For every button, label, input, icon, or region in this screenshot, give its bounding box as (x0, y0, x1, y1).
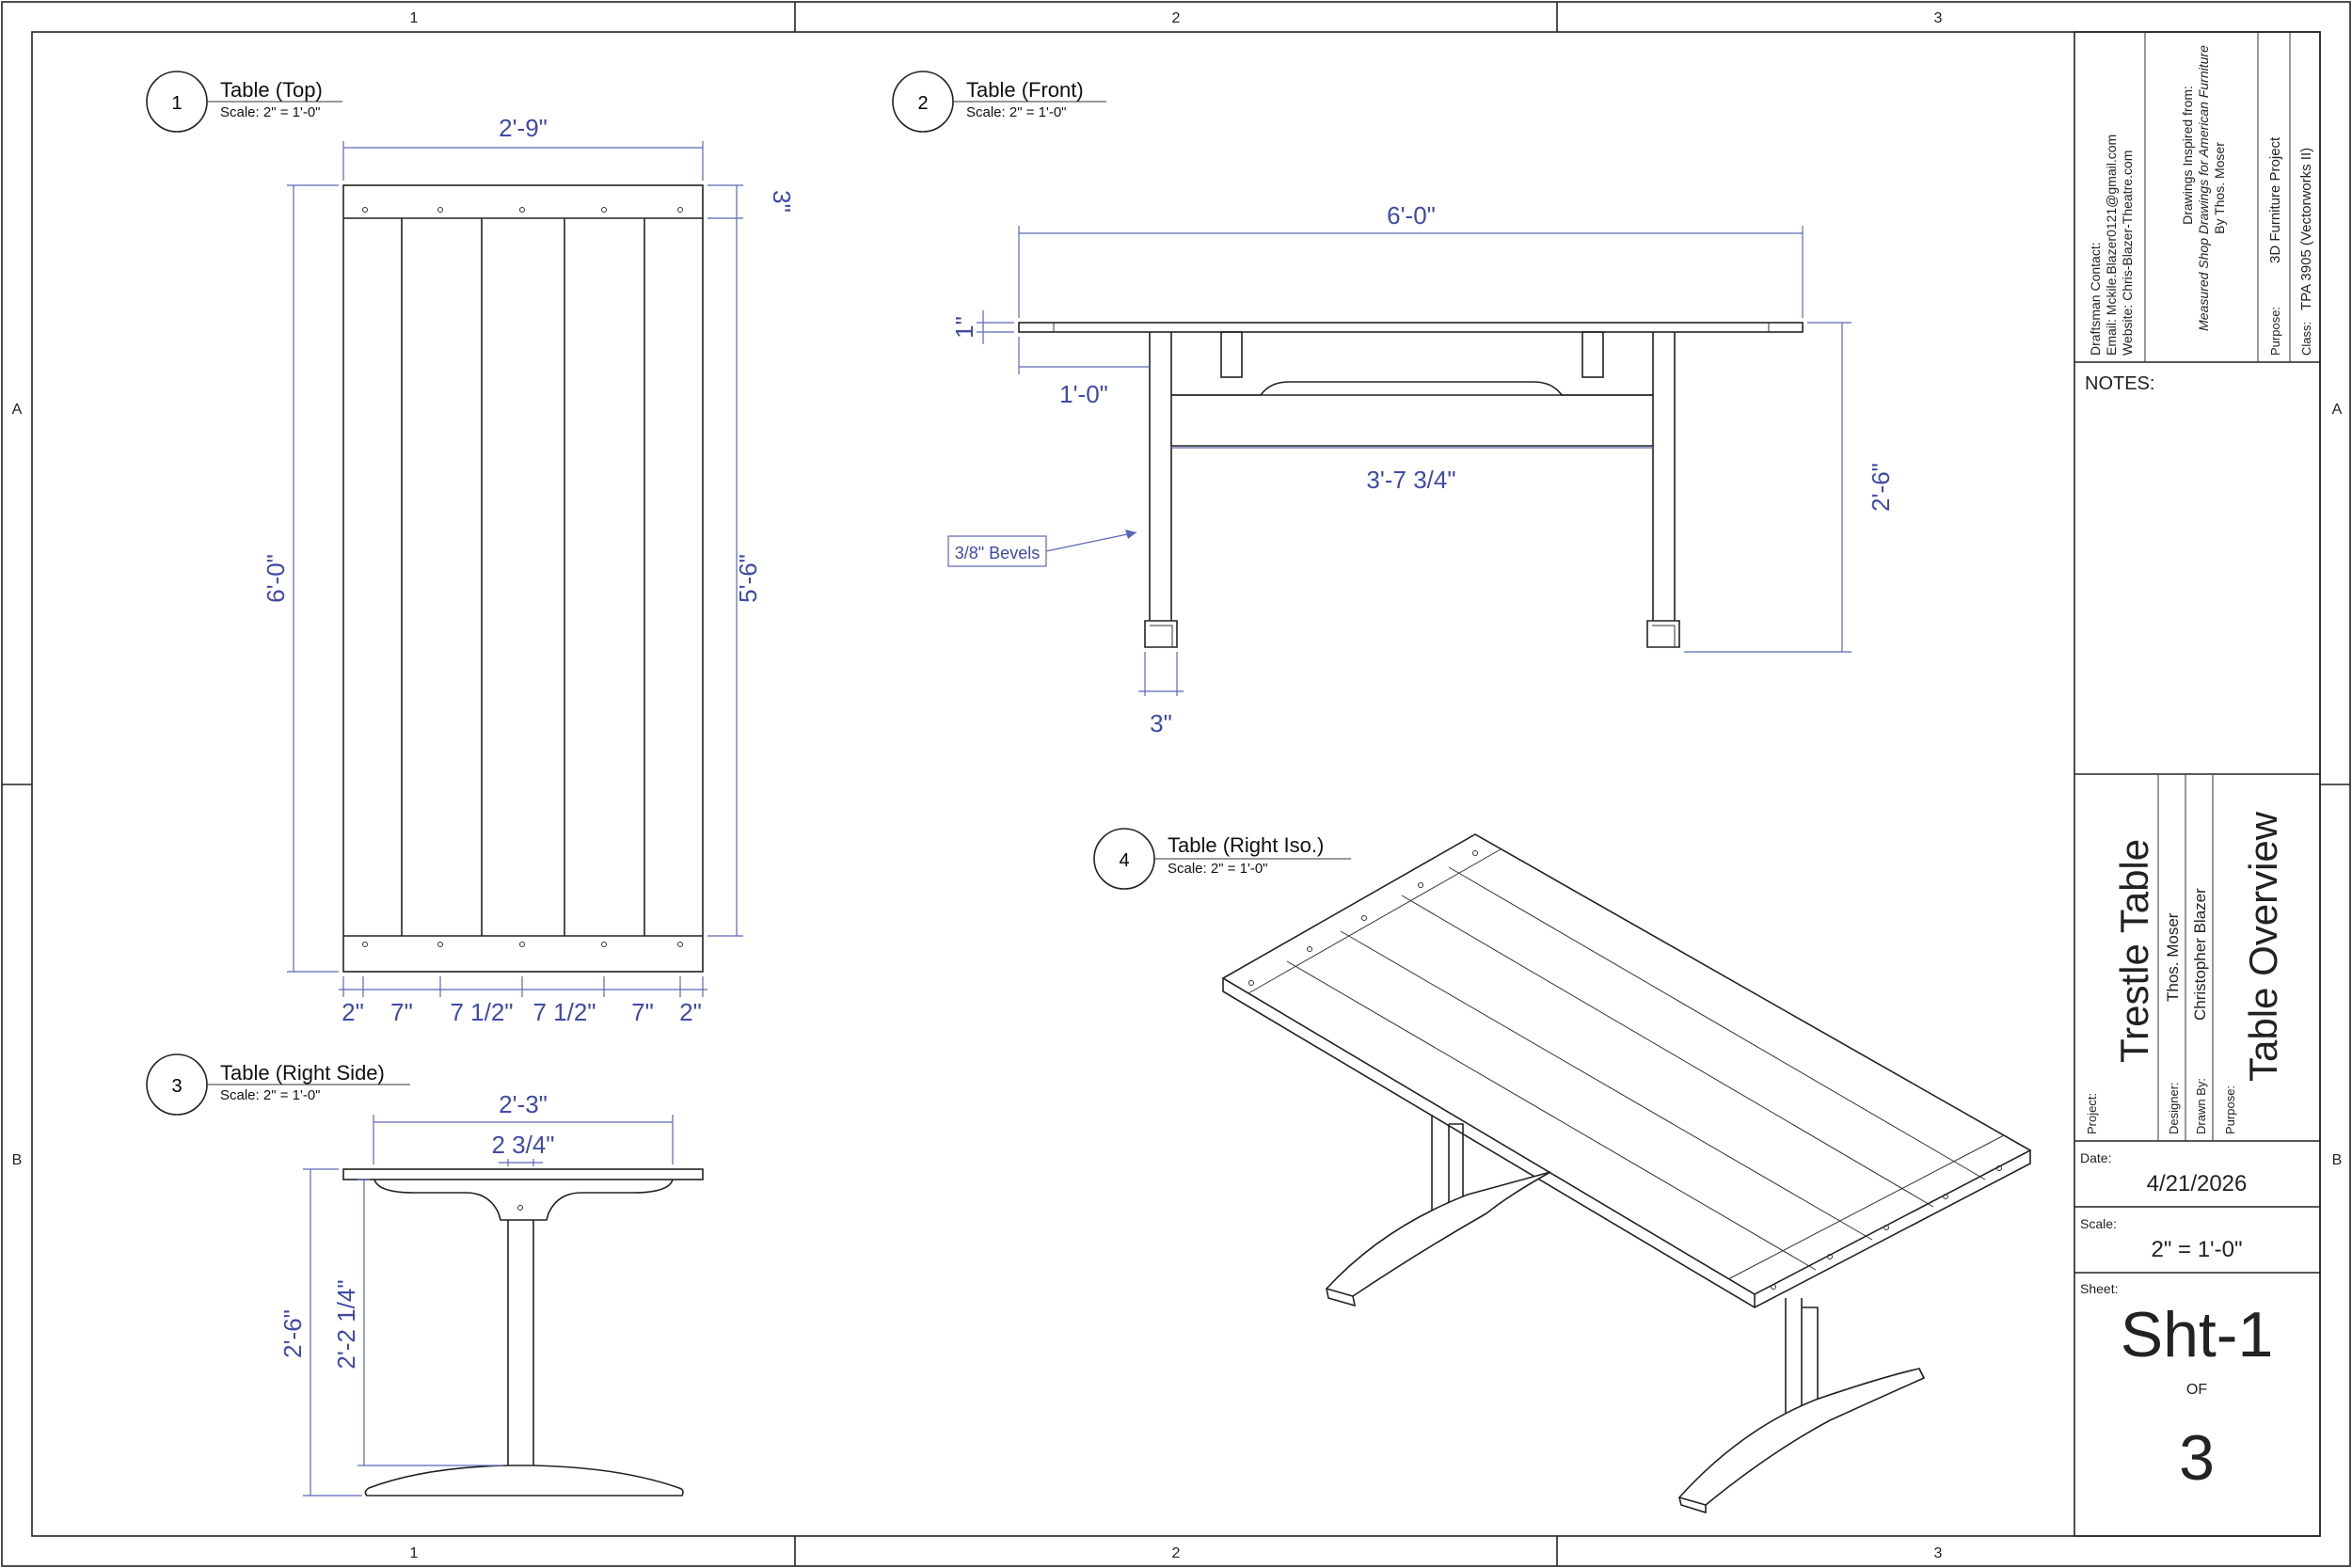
front-overhang-dim: 1'-0" (1059, 380, 1108, 408)
side-width-dim: 2'-3" (499, 1090, 548, 1118)
front-height-dim: 2'-6" (1867, 463, 1895, 512)
top-width-dim: 2'-9" (499, 114, 548, 142)
side-leg-height-dim: 2'-2 1/4" (332, 1279, 360, 1369)
view-scale: Scale: 2" = 1'-0" (220, 1087, 321, 1103)
sheet-label: Sheet: (2080, 1281, 2118, 1296)
grid-col-bottom-2: 2 (1172, 1545, 1181, 1561)
side-height-dim: 2'-6" (278, 1309, 307, 1358)
inspired-line-2: Measured Shop Drawings for American Furn… (2196, 45, 2211, 331)
front-thickness-dim: 1" (950, 316, 978, 339)
board-dim-3: 7 1/2" (450, 998, 513, 1026)
front-length-dim: 6'-0" (1387, 201, 1436, 230)
grid-col-top-2: 2 (1172, 10, 1181, 26)
view-scale: Scale: 2" = 1'-0" (220, 104, 321, 120)
grid-col-top-1: 1 (410, 10, 419, 26)
contact-website: Website: Chris-Blazer-Theatre.com (2120, 150, 2135, 356)
notes-label: NOTES: (2085, 373, 2154, 394)
view-title-3: 3 Table (Right Side) Scale: 2" = 1'-0" (146, 1053, 410, 1116)
view-title: Table (Right Iso.) (1168, 833, 1324, 857)
top-inner-length-dim: 5'-6" (734, 554, 762, 603)
grid-col-bottom-1: 1 (410, 1545, 419, 1561)
board-dim-5: 7" (631, 998, 654, 1026)
top-view-dimensions: 2'-9" 6'-0" 3" 5'-6" 2" 7" 7 1/2" 7 1/2"… (262, 114, 796, 1026)
inspired-line-1: Drawings Inspired from: (2180, 86, 2195, 225)
front-leg-width-dim: 3" (1150, 709, 1172, 737)
side-view-dimensions: 2'-3" 2 3/4" 2'-6" 2'-2 1/4" (278, 1090, 674, 1497)
sheet-total: 3 (2179, 1422, 2215, 1494)
grid-labels: 1 2 3 1 2 3 A B A B (12, 10, 2343, 1561)
view-number: 1 (171, 93, 182, 114)
view-scale: Scale: 2" = 1'-0" (1168, 861, 1268, 877)
project-label: Project: (2085, 1093, 2099, 1134)
purpose2-label: Purpose: (2223, 1085, 2237, 1134)
class-value: TPA 3905 (Vectorworks II) (2298, 148, 2314, 310)
designer-value: Thos. Moser (2164, 912, 2182, 1002)
view-title-2: 2 Table (Front) Scale: 2" = 1'-0" (892, 71, 1106, 133)
top-end-board-dim: 3" (768, 190, 796, 213)
board-dim-6: 2" (679, 998, 702, 1026)
view-title-1: 1 Table (Top) Scale: 2" = 1'-0" (146, 71, 342, 133)
front-view-drawing (1018, 322, 1804, 648)
drawn-by-value: Christopher Blazer (2191, 888, 2209, 1021)
view-number: 4 (1119, 850, 1129, 871)
drawn-by-label: Drawn By: (2194, 1078, 2208, 1134)
view-scale: Scale: 2" = 1'-0" (966, 104, 1067, 120)
date-value: 4/21/2026 (2147, 1171, 2248, 1196)
grid-row-right-a: A (2332, 402, 2343, 418)
view-title: Table (Top) (220, 78, 323, 102)
view-number: 2 (917, 93, 928, 114)
inspired-line-3: By Thos. Moser (2212, 142, 2227, 234)
purpose2-value: Table Overview (2241, 811, 2285, 1082)
iso-view-drawing (1221, 833, 2032, 1514)
designer-label: Designer: (2167, 1082, 2181, 1134)
grid-row-left-b: B (12, 1152, 23, 1168)
view-title-4: 4 Table (Right Iso.) Scale: 2" = 1'-0" (1093, 828, 1351, 890)
bevel-callout: 3/8" Bevels (955, 544, 1040, 562)
top-view-drawing (342, 184, 704, 973)
front-between-legs-dim: 3'-7 3/4" (1366, 466, 1455, 494)
purpose-label: Purpose: (2268, 307, 2282, 356)
top-length-dim: 6'-0" (262, 554, 290, 603)
board-dim-4: 7 1/2" (532, 998, 596, 1026)
class-label: Class: (2299, 322, 2313, 356)
sheet-of-label: OF (2186, 1382, 2207, 1398)
grid-col-top-3: 3 (1934, 10, 1943, 26)
grid-col-bottom-3: 3 (1934, 1545, 1943, 1561)
board-dim-1: 2" (342, 998, 364, 1026)
view-title: Table (Front) (966, 78, 1084, 102)
grid-row-left-a: A (12, 402, 23, 418)
board-dim-2: 7" (390, 998, 413, 1026)
date-label: Date: (2080, 1150, 2111, 1165)
side-post-width-dim: 2 3/4" (491, 1131, 554, 1159)
scale-label: Scale: (2080, 1216, 2117, 1231)
side-view-drawing (342, 1168, 704, 1497)
contact-heading: Draftsman Contact: (2088, 242, 2103, 356)
title-block: Draftsman Contact: Email: Mckile.Blazer0… (2074, 31, 2321, 1537)
contact-email: Email: Mckile.Blazer0121@gmail.com (2104, 135, 2119, 356)
view-number: 3 (171, 1076, 182, 1097)
project-value: Trestle Table (2112, 839, 2156, 1063)
purpose-value: 3D Furniture Project (2267, 136, 2283, 263)
front-view-dimensions: 6'-0" 1" 1'-0" 3'-7 3/4" 2'-6" 3" 3/8" B… (947, 201, 1895, 737)
view-title: Table (Right Side) (220, 1061, 385, 1085)
grid-row-right-b: B (2332, 1152, 2343, 1168)
sheet-value: Sht-1 (2121, 1299, 2274, 1370)
scale-value: 2" = 1'-0" (2151, 1237, 2242, 1262)
